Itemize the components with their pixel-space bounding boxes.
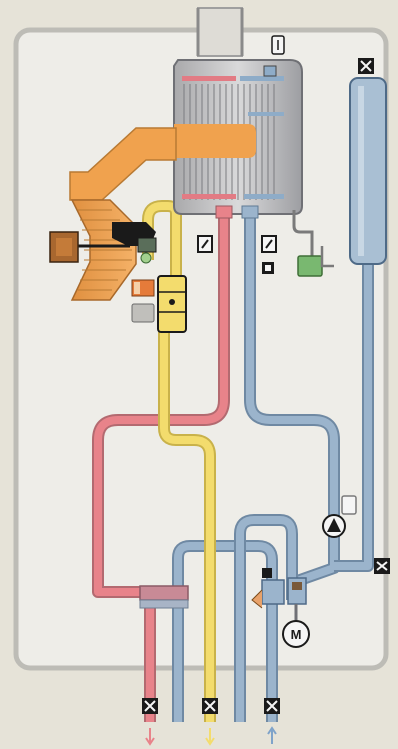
flow-arrow-down-icon [146, 728, 154, 744]
pressure-relief-valve [374, 558, 390, 574]
air-vent [272, 36, 284, 54]
flue-outlet [198, 8, 242, 56]
isolation-valve [264, 698, 280, 714]
flame-sensor [262, 262, 274, 274]
temperature-sensor [262, 236, 276, 252]
fan-motor [50, 232, 78, 262]
expansion-vessel-valve [358, 58, 374, 74]
circulation-pump [323, 515, 345, 537]
flow-arrow-down-icon [206, 728, 214, 744]
mixing-manifold [140, 586, 188, 608]
isolation-valve [202, 698, 218, 714]
expansion-vessel [350, 78, 386, 264]
temperature-sensor [198, 236, 212, 252]
pump-sensor [342, 496, 356, 514]
gas-regulator [158, 276, 186, 332]
flow-arrow-up-icon [268, 728, 276, 744]
motor-label: M [291, 627, 302, 642]
isolation-valve [142, 698, 158, 714]
heat-exchanger [174, 60, 302, 218]
